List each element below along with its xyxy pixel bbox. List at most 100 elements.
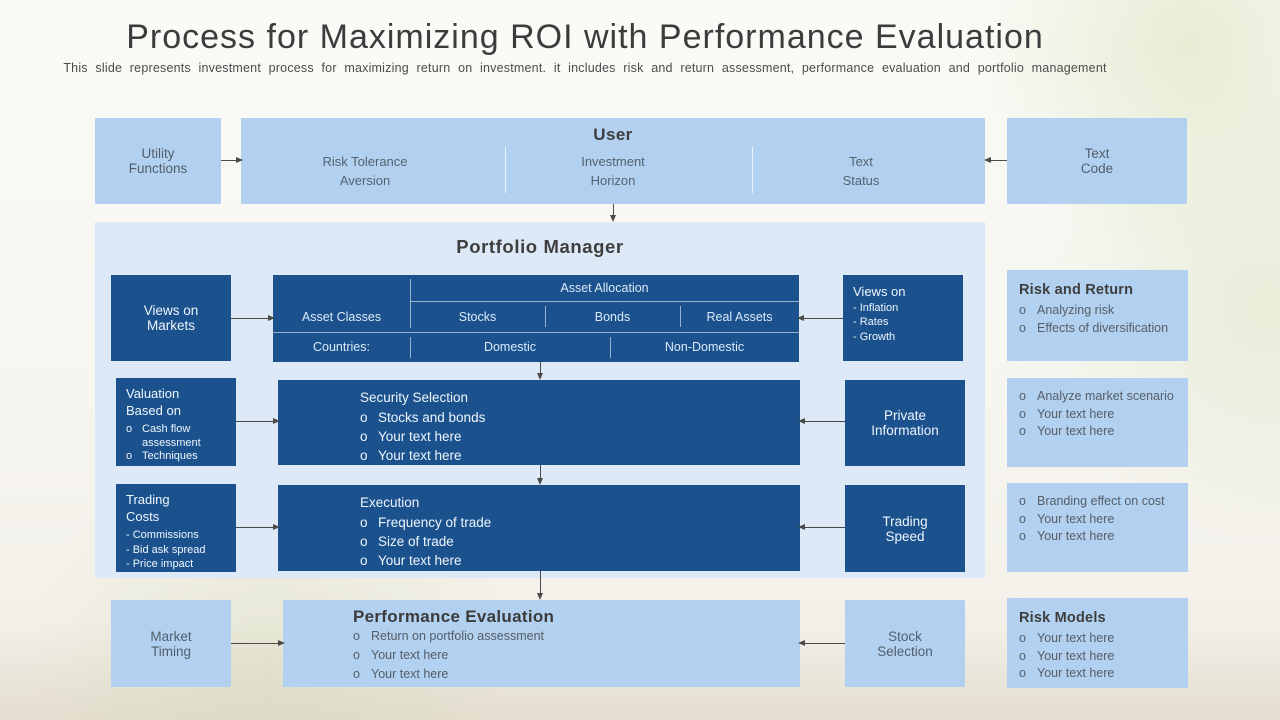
user-col-risk-tolerance: Risk Tolerance Aversion xyxy=(322,153,408,188)
asset-classes-cell: Asset Classes xyxy=(301,309,382,324)
valuation-bullet: o Cash flow assessment xyxy=(126,423,226,451)
panel-bullet: o Effects of diversification xyxy=(1019,320,1176,338)
bullet-marker: o xyxy=(360,534,368,550)
views-on-heading: Views on xyxy=(853,284,906,299)
panel-bullet: o Analyze market scenario xyxy=(1019,388,1176,406)
valuation-bullet-text: Cash flow assessment xyxy=(142,422,201,449)
panel-bullet: o Your text here xyxy=(1019,511,1176,529)
execution-bullet: o Your text here xyxy=(360,551,790,570)
arrow-security-to-execution xyxy=(536,465,543,485)
panel-bullet-text: Analyzing risk xyxy=(1037,303,1115,318)
bullet-marker: o xyxy=(353,647,360,662)
table-vline-domestic xyxy=(610,337,611,358)
panel-bullet: o Branding effect on cost xyxy=(1019,493,1176,511)
execution-heading: Execution xyxy=(360,495,420,510)
bullet-marker: o xyxy=(1019,424,1026,438)
arrow-valuation-to-security xyxy=(236,417,280,424)
bullet-marker: o xyxy=(1019,406,1026,421)
performance-evaluation-heading: Performance Evaluation xyxy=(353,607,555,626)
countries-cell: Countries: xyxy=(313,340,370,354)
panel-bullet-text: Branding effect on cost xyxy=(1037,494,1165,508)
views-on-item: - Inflation xyxy=(853,301,899,314)
panel-bullet-text: Your text here xyxy=(1037,406,1115,421)
text-code-label: Text Code xyxy=(1080,146,1114,176)
views-on-markets-box: Views on Markets xyxy=(111,275,231,361)
private-information-box: Private Information xyxy=(845,380,965,466)
views-on-markets-label: Views on Markets xyxy=(143,303,199,333)
user-col-text-status: Text Status xyxy=(842,153,880,188)
arrow-tradingspeed-to-execution xyxy=(798,523,845,530)
panel-bullet-text: Your text here xyxy=(1037,631,1115,646)
panel-bullet-text: Effects of diversification xyxy=(1037,320,1169,335)
performance-bullet: o Your text here xyxy=(353,646,790,665)
arrow-utility-to-user xyxy=(221,156,243,163)
user-heading: User xyxy=(593,125,633,144)
arrow-private-to-security xyxy=(798,417,845,424)
bullet-marker: o xyxy=(1019,648,1026,663)
non-domestic-cell: Non-Domestic xyxy=(664,340,745,354)
panel-bullet: o Your text here xyxy=(1019,423,1176,441)
bullet-marker: o xyxy=(1019,389,1026,403)
arrow-table-to-security xyxy=(536,362,543,380)
arrow-viewson-to-table xyxy=(797,314,843,321)
bullet-marker: o xyxy=(1019,320,1026,335)
bullet-marker: o xyxy=(353,666,360,681)
arrow-markettiming-to-performance xyxy=(231,639,285,646)
asset-allocation-header: Asset Allocation xyxy=(560,281,649,295)
analyze-market-panel: o Analyze market scenario o Your text he… xyxy=(1007,378,1188,467)
security-selection-bullet: o Your text here xyxy=(360,427,790,446)
performance-bullet-text: Your text here xyxy=(371,647,449,662)
branding-effect-panel: o Branding effect on cost o Your text he… xyxy=(1007,483,1188,572)
user-divider-2 xyxy=(752,147,753,193)
trading-speed-box: Trading Speed xyxy=(845,485,965,572)
user-box: User Risk Tolerance Aversion Investment … xyxy=(241,118,985,204)
arrow-viewsmarkets-to-table xyxy=(231,314,275,321)
bullet-marker: o xyxy=(353,629,360,643)
bullet-marker: o xyxy=(1019,529,1026,543)
table-hline-header xyxy=(410,301,799,302)
table-vline-col1 xyxy=(410,279,411,328)
utility-functions-box: Utility Functions xyxy=(95,118,221,204)
valuation-box: Valuation Based on o Cash flow assessmen… xyxy=(116,378,236,466)
table-hline-mid xyxy=(273,332,799,333)
performance-bullet: o Your text here xyxy=(353,665,790,684)
market-timing-label: Market Timing xyxy=(150,628,192,659)
execution-bullet-text: Frequency of trade xyxy=(378,515,492,531)
risk-and-return-heading: Risk and Return xyxy=(1019,282,1134,298)
user-divider-1 xyxy=(505,147,506,193)
security-bullet-text: Your text here xyxy=(378,429,462,445)
execution-bullet: o Frequency of trade xyxy=(360,513,790,532)
valuation-heading: Valuation Based on xyxy=(126,386,181,418)
views-on-inflation-box: Views on - Inflation - Rates - Growth xyxy=(843,275,963,361)
page-title: Process for Maximizing ROI with Performa… xyxy=(126,18,1044,56)
arrow-stockselection-to-performance xyxy=(798,639,845,646)
panel-bullet: o Your text here xyxy=(1019,665,1176,683)
bullet-marker: o xyxy=(360,515,368,531)
user-col-investment-horizon: Investment Horizon xyxy=(581,153,645,188)
execution-bullet-text: Size of trade xyxy=(378,534,454,550)
trading-costs-box: Trading Costs - Commissions - Bid ask sp… xyxy=(116,484,236,572)
panel-bullet-text: Your text here xyxy=(1037,529,1115,543)
performance-bullet-text: Your text here xyxy=(371,666,449,681)
stocks-cell: Stocks xyxy=(458,309,497,324)
panel-bullet: o Your text here xyxy=(1019,406,1176,424)
security-bullet-text: Your text here xyxy=(378,448,462,464)
bullet-marker: o xyxy=(1019,494,1026,508)
risk-models-panel: Risk Models o Your text here o Your text… xyxy=(1007,598,1188,688)
arrow-tradingcosts-to-execution xyxy=(236,523,280,530)
table-vline-bonds-real xyxy=(680,306,681,327)
trading-costs-item: - Commissions xyxy=(126,528,199,541)
security-selection-bullet: o Stocks and bonds xyxy=(360,408,790,427)
valuation-bullet-text: Techniques xyxy=(142,450,198,463)
bullet-marker: o xyxy=(1019,511,1026,526)
bullet-marker: o xyxy=(126,450,133,463)
risk-and-return-panel: Risk and Return o Analyzing risk o Effec… xyxy=(1007,270,1188,361)
trading-costs-heading: Trading Costs xyxy=(126,492,170,524)
performance-bullet: o Return on portfolio assessment xyxy=(353,627,790,646)
utility-functions-label: Utility Functions xyxy=(128,146,188,176)
private-information-label: Private Information xyxy=(871,408,939,438)
panel-bullet: o Your text here xyxy=(1019,630,1176,648)
security-selection-bullet: o Your text here xyxy=(360,446,790,465)
trading-costs-item: - Bid ask spread xyxy=(126,543,206,556)
